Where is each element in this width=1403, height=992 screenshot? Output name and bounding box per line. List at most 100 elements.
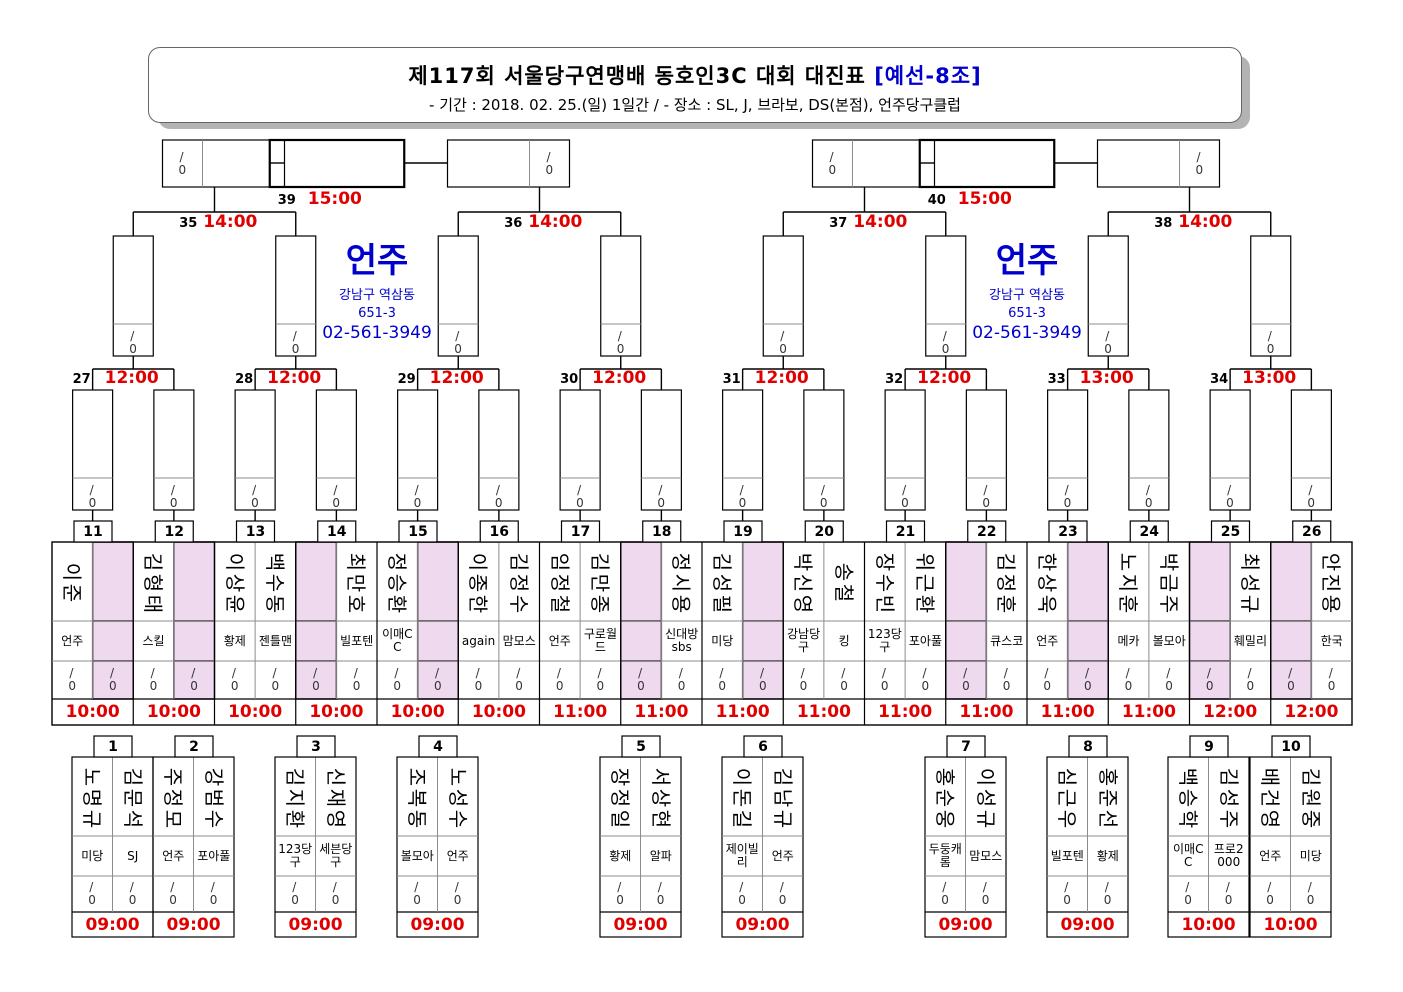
match-number-38: 38: [1154, 216, 1173, 231]
player-score-slash: /: [69, 666, 74, 680]
slot-score-slash: /: [292, 329, 297, 343]
slot-score-slash: /: [1227, 483, 1232, 497]
player-club: 언주: [771, 848, 794, 863]
match-time-34: 13:00: [1242, 368, 1297, 388]
match-number-6: 6: [758, 739, 768, 755]
player-club: 123당구: [278, 842, 313, 869]
slot-score-slash: /: [902, 483, 907, 497]
slot-score-slash: /: [1196, 150, 1201, 164]
match-number-39: 39: [277, 193, 296, 208]
bye-score-cell-22: [945, 660, 988, 700]
match-time-17: 11:00: [553, 702, 608, 722]
match-number-32: 32: [885, 372, 904, 387]
player-club: 언주: [162, 848, 185, 863]
slot-score-slash: /: [1145, 483, 1150, 497]
player-score-slash: /: [1247, 666, 1252, 680]
slot-score-value: 0: [454, 342, 462, 356]
bye-score-cell-11: [91, 660, 134, 700]
slot-score-slash: /: [739, 483, 744, 497]
match-number-2: 2: [189, 739, 199, 755]
page-title: 제117회 서울당구연맹배 동호인3C 대회 대진표 [예선-8조]: [408, 64, 982, 88]
player-score-value: 0: [1043, 679, 1051, 693]
player-score-slash: /: [129, 880, 134, 894]
player-score-value: 0: [1205, 679, 1214, 693]
player-score-slash: /: [1267, 880, 1272, 894]
player-score-slash: /: [516, 666, 521, 680]
player-club: 미당: [1299, 848, 1322, 863]
player-score-value: 0: [88, 893, 96, 907]
match-number-40: 40: [927, 193, 946, 208]
player-score-slash: /: [475, 666, 480, 680]
slot-score-value: 0: [616, 342, 625, 356]
slot-score-value: 0: [1307, 496, 1316, 510]
player-score-value: 0: [413, 893, 421, 907]
bye-club-cell-15: [416, 620, 459, 662]
player-score-slash: /: [454, 880, 459, 894]
match-time-7: 09:00: [938, 915, 993, 935]
player-club: 언주: [1036, 633, 1059, 648]
slot-score-value: 0: [819, 496, 828, 510]
player-score-slash: /: [353, 666, 358, 680]
player-score-value: 0: [312, 679, 320, 693]
player-score-value: 0: [637, 679, 645, 693]
match-time-6: 09:00: [735, 915, 790, 935]
player-club: 메카: [1117, 633, 1140, 648]
venue-address-detail: 651-3: [1008, 306, 1046, 321]
slot-score-value: 0: [576, 496, 584, 510]
match-number-30: 30: [560, 372, 579, 387]
venue-phone: 02-561-3949: [322, 323, 432, 343]
slot-score-value: 0: [251, 496, 259, 510]
slot-score-value: 0: [941, 342, 950, 356]
player-club: 언주: [548, 633, 571, 648]
match-number-5: 5: [636, 739, 646, 755]
player-score-slash: /: [779, 880, 784, 894]
player-score-slash: /: [109, 666, 114, 680]
player-club: 123당구: [867, 627, 902, 654]
player-score-value: 0: [1184, 893, 1192, 907]
player-score-slash: /: [1185, 880, 1190, 894]
match-number-box-8: [1068, 735, 1108, 758]
player-score-value: 0: [433, 679, 442, 693]
player-club: 빌포텐: [340, 633, 374, 648]
player-score-value: 0: [230, 679, 239, 693]
match-number-9: 9: [1204, 739, 1214, 755]
venue-address: 강남구 역삼동: [989, 288, 1065, 303]
slot-score-slash: /: [1267, 329, 1272, 343]
match-number-box-3: [296, 735, 336, 758]
player-score-value: 0: [1306, 893, 1315, 907]
player-score-value: 0: [352, 679, 361, 693]
match-time-29: 12:00: [429, 368, 484, 388]
slot-score-slash: /: [414, 483, 419, 497]
player-score-value: 0: [1327, 679, 1336, 693]
player-score-value: 0: [778, 893, 787, 907]
match-number-12: 12: [164, 524, 184, 540]
slot-score-value: 0: [1063, 496, 1072, 510]
slot-score-slash: /: [89, 483, 94, 497]
match-number-21: 21: [895, 524, 916, 540]
player-score-value: 0: [393, 679, 401, 693]
match-number-16: 16: [489, 524, 509, 540]
player-score-value: 0: [555, 679, 564, 693]
player-score-slash: /: [800, 666, 805, 680]
player-club: 황제: [1096, 848, 1119, 863]
slot-score-slash: /: [577, 483, 582, 497]
player-club: 미당: [711, 633, 734, 648]
player-club: 세븐당구: [319, 842, 353, 869]
player-score-slash: /: [841, 666, 846, 680]
match-time-2: 09:00: [166, 915, 221, 935]
slot-score-slash: /: [983, 483, 988, 497]
player-score-slash: /: [1166, 666, 1171, 680]
player-score-slash: /: [942, 880, 947, 894]
slot-score-value: 0: [129, 342, 137, 356]
